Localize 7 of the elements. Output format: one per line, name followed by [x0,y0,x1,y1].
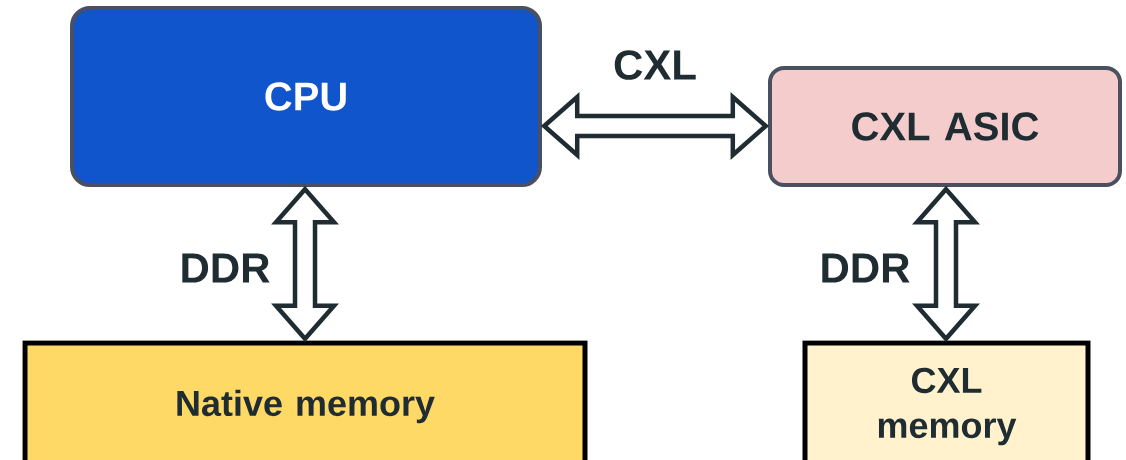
process-box: CXL ASIC [768,66,1122,187]
process-box: CPU [70,6,542,187]
edge-label: DDR [822,253,910,283]
process-box: CXL memory [802,340,1091,460]
edge-label: DDR [182,253,270,283]
process-box: Native memory [22,340,588,460]
edge-label: CXL [614,50,696,80]
